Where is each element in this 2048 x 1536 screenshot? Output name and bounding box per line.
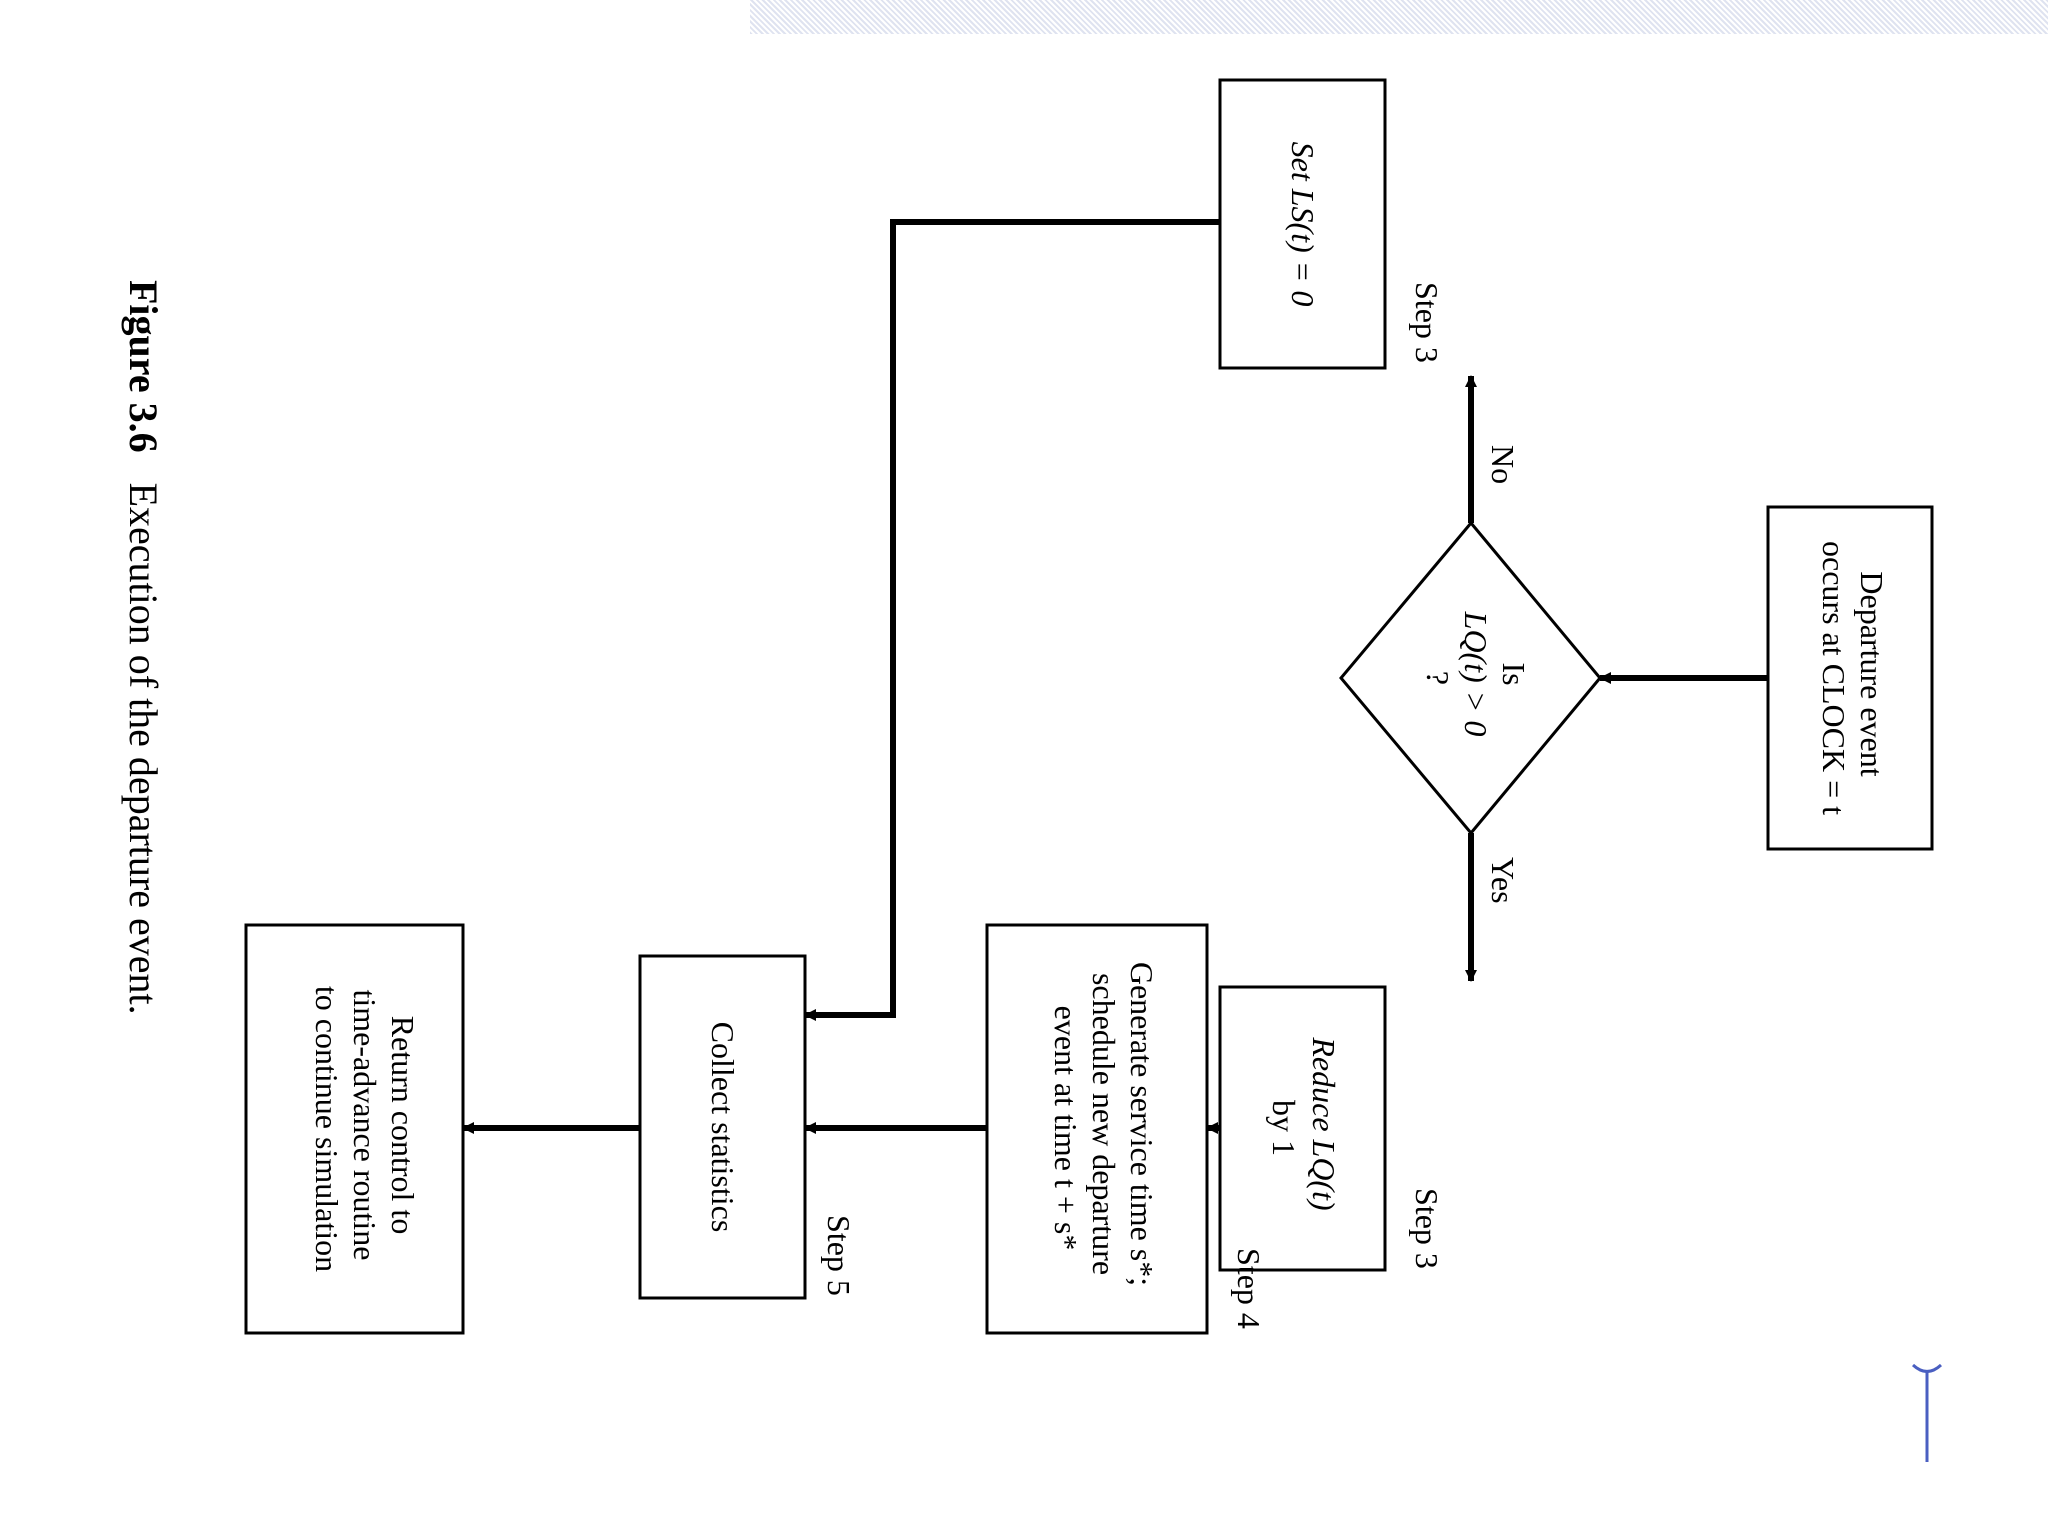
edge-set-ls-to-collect — [804, 219, 1385, 1021]
node-return: Return control to time-advance routine t… — [244, 923, 465, 1335]
node-decision: Is LQ(t) > 0 ? — [1339, 520, 1602, 836]
node-line: LQ(t) > 0 — [1458, 611, 1494, 737]
branch-label-no: No — [1485, 445, 1521, 484]
node-line: Return control to — [385, 1016, 421, 1235]
node-line: to continue simulation — [309, 986, 345, 1272]
svg-text:Return control to time: Return control to time-advance routine t… — [309, 986, 421, 1272]
node-reduce-lq: Reduce LQ(t) by 1 — [1218, 985, 1387, 1272]
top-pattern-band — [750, 0, 2048, 34]
node-generate: Generate service time s*; schedule new d… — [985, 923, 1209, 1335]
branch-label-yes: Yes — [1485, 857, 1521, 904]
node-line: Departure event — [1854, 571, 1890, 776]
node-line: occurs at CLOCK = t — [1816, 541, 1852, 815]
connectors — [462, 219, 1768, 1134]
svg-text:Generate service time s*;: Generate service time s*; schedule new d… — [1048, 962, 1160, 1294]
node-line: schedule new departure — [1086, 973, 1122, 1275]
caption-text: Execution of the departure event. — [121, 483, 166, 1015]
svg-text:Reduce LQ(t) by 1: Reduce LQ(t) by 1 — [1266, 1036, 1342, 1218]
step-label-generate: Step 4 — [1231, 1248, 1267, 1329]
step-label-set-ls: Step 3 — [1409, 282, 1445, 363]
node-set-ls: Set LS(t) = 0 — [1218, 78, 1387, 370]
node-line: Collect statistics — [705, 1022, 741, 1233]
figure-caption: Figure 3.6 Execution of the departure ev… — [121, 280, 166, 1015]
node-line: event at time t + s* — [1048, 1006, 1084, 1251]
node-collect: Collect statistics — [638, 954, 807, 1300]
node-line: Is — [1496, 662, 1532, 685]
corner-mark-icon — [1911, 1363, 1943, 1462]
node-line: ? — [1420, 671, 1456, 685]
node-start: Departure event occurs at CLOCK = t — [1766, 505, 1934, 851]
step-label-reduce-lq: Step 3 — [1409, 1188, 1445, 1269]
svg-text:Departure event occurs: Departure event occurs at CLOCK = t — [1816, 541, 1890, 815]
node-line: Generate service time s*; — [1124, 962, 1160, 1286]
node-line: Reduce LQ(t) — [1306, 1036, 1342, 1210]
node-line: by 1 — [1266, 1100, 1302, 1156]
caption-number: Figure 3.6 — [121, 280, 166, 453]
node-line: time-advance routine — [347, 990, 383, 1261]
step-label-collect: Step 5 — [821, 1215, 857, 1296]
node-line: Set LS(t) = 0 — [1285, 142, 1321, 307]
svg-text:Is LQ(t) > 0 ?: Is LQ(t) > 0 ? — [1420, 611, 1532, 745]
